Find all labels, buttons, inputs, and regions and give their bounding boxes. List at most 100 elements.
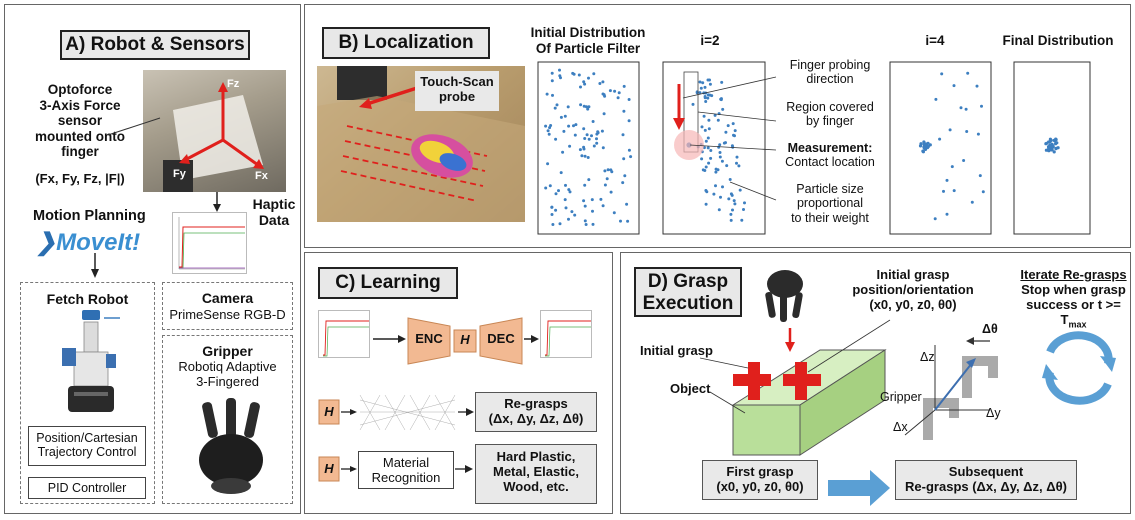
particle <box>585 133 589 137</box>
particle <box>564 183 567 187</box>
particle <box>952 189 956 193</box>
particle <box>608 89 612 93</box>
particle <box>559 115 563 119</box>
particle <box>582 80 586 84</box>
particle <box>583 183 587 187</box>
particle <box>1054 146 1058 150</box>
dy-label: Δy <box>986 406 1001 420</box>
particle <box>928 143 932 147</box>
particle <box>596 130 600 134</box>
particle <box>595 141 599 145</box>
particle <box>706 96 710 100</box>
particle <box>922 146 926 150</box>
particle <box>551 93 554 97</box>
particle <box>729 192 733 196</box>
force-vector: (Fx, Fy, Fz, |F|) <box>35 171 125 186</box>
dz-label: Δz <box>920 350 935 364</box>
particle <box>704 139 708 143</box>
particle <box>586 156 590 159</box>
particle <box>587 105 591 109</box>
particle <box>577 73 581 77</box>
particle <box>735 155 739 159</box>
particle <box>708 82 712 86</box>
particle <box>721 107 725 111</box>
particle <box>719 195 722 199</box>
particle <box>582 199 586 203</box>
particle <box>595 137 598 141</box>
particle <box>728 178 732 181</box>
particle <box>720 159 724 163</box>
particle <box>625 202 629 206</box>
annotation-measurement: Measurement: Contact location <box>785 141 875 170</box>
particle <box>546 129 550 133</box>
particle <box>583 204 587 208</box>
particle <box>621 133 625 137</box>
particle <box>701 168 705 172</box>
particle <box>578 148 582 152</box>
particle <box>699 86 703 90</box>
col-title-initial: Initial Distribution Of Particle Filter <box>530 25 646 56</box>
particle <box>724 130 728 134</box>
particle <box>701 81 705 85</box>
particle <box>950 165 954 169</box>
particle <box>603 94 607 98</box>
particle <box>622 157 626 161</box>
camera-box <box>162 282 293 330</box>
axis-label-fy: Fy <box>173 168 186 180</box>
panel-b-title: B) Localization <box>322 27 490 59</box>
particle <box>981 190 985 194</box>
particle <box>586 107 590 111</box>
particle <box>938 137 942 141</box>
particle <box>1045 141 1049 145</box>
particle <box>978 174 982 178</box>
particle <box>567 217 570 221</box>
particle <box>627 148 631 152</box>
particle <box>975 84 979 88</box>
particle <box>707 118 711 122</box>
particle <box>583 137 587 140</box>
moveit-logo-icon: ❯ <box>36 229 57 256</box>
particle <box>1055 141 1059 145</box>
particle <box>563 198 567 202</box>
particle <box>612 211 616 215</box>
gripper-title: Gripper <box>202 343 253 359</box>
particle <box>962 159 966 162</box>
fetch-robot-label: Fetch Robot <box>46 291 129 307</box>
particle <box>591 120 595 123</box>
particle <box>563 114 567 118</box>
panel-a-title: A) Robot & Sensors <box>60 30 250 60</box>
gripper-model: Robotiq Adaptive 3-Fingered <box>178 359 277 389</box>
material-recognition-box: Material Recognition <box>358 451 454 489</box>
particle <box>587 178 591 182</box>
particle <box>547 132 551 136</box>
particle <box>622 84 626 88</box>
particle <box>621 181 625 185</box>
particle <box>718 155 722 159</box>
object-label: Object <box>670 381 711 396</box>
particle <box>1050 148 1054 152</box>
h-input-regrasp: H <box>324 404 334 419</box>
particle <box>587 76 590 80</box>
particle <box>554 192 558 196</box>
particle <box>579 85 582 89</box>
particle <box>546 162 550 166</box>
particle <box>706 146 710 150</box>
particle <box>626 219 630 223</box>
output-signal-plot <box>540 310 592 358</box>
particle <box>572 124 575 128</box>
particle <box>1051 144 1055 148</box>
col-title-i4: i=4 <box>925 33 945 48</box>
particle <box>709 156 713 160</box>
particle <box>550 205 554 209</box>
particle <box>1054 138 1058 142</box>
particle <box>573 133 577 137</box>
particle <box>698 80 702 84</box>
particle <box>698 91 702 95</box>
dec-label: DEC <box>487 331 515 346</box>
particle <box>590 134 593 138</box>
particle <box>544 124 548 128</box>
axis-label-fz: Fz <box>227 78 240 90</box>
